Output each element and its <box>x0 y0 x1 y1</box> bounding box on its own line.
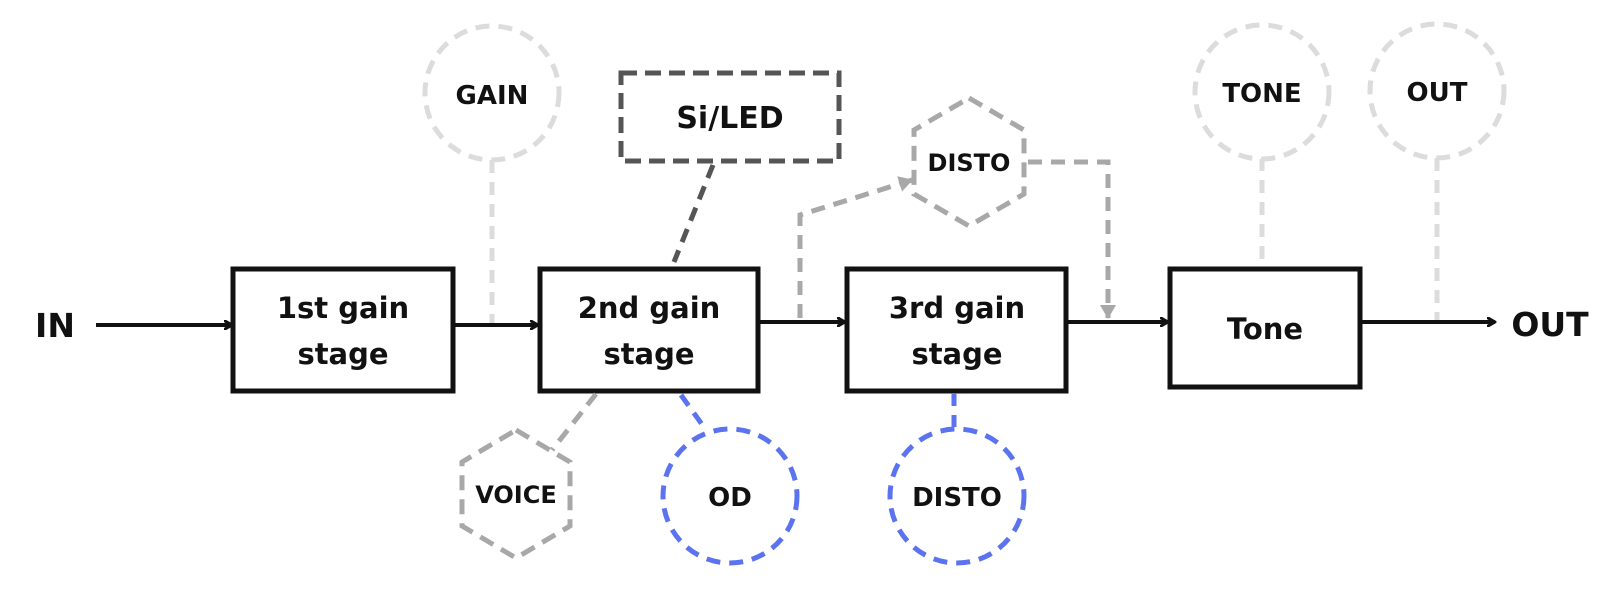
gain-knob-circle <box>422 23 562 163</box>
disto-toggle-label: DISTO <box>928 149 1011 177</box>
tone-knob-circle <box>1192 22 1332 162</box>
si-led-switch-link <box>671 164 716 263</box>
stage-1-label-line2: stage <box>297 337 388 371</box>
voice-toggle[interactable]: VOICE <box>459 392 598 561</box>
od-knob-circle <box>660 426 800 566</box>
stage-1-box <box>230 266 456 394</box>
tone-knob-label: TONE <box>1222 79 1301 109</box>
stage-3: 3rd gain stage <box>844 266 1069 394</box>
voice-toggle-link <box>550 392 598 452</box>
voice-toggle-hexagon <box>459 427 573 561</box>
input-label: IN <box>35 306 75 345</box>
disto-toggle-return-link <box>1028 159 1116 319</box>
tone-stage: Tone <box>1167 266 1363 390</box>
stage-3-label-line1: 3rd gain <box>889 291 1025 325</box>
out-knob-label: OUT <box>1407 78 1468 108</box>
out-knob-circle <box>1367 21 1507 161</box>
stage-3-box <box>844 266 1069 394</box>
si-led-switch[interactable]: Si/LED <box>618 70 842 263</box>
voice-toggle-label: VOICE <box>475 481 557 509</box>
disto-knob[interactable]: DISTO <box>887 393 1027 566</box>
tone-label: Tone <box>1227 312 1303 346</box>
out-knob[interactable]: OUT <box>1367 21 1507 320</box>
gain-knob-label: GAIN <box>456 81 529 111</box>
stage-1-label-line1: 1st gain <box>277 291 409 325</box>
si-led-switch-box <box>618 70 842 164</box>
gain-knob[interactable]: GAIN <box>422 23 562 323</box>
tone-box <box>1167 266 1363 390</box>
disto-toggle-hexagon <box>911 95 1027 229</box>
disto-knob-circle <box>887 426 1027 566</box>
od-knob[interactable]: OD <box>660 393 800 566</box>
od-knob-link <box>678 393 709 432</box>
disto-toggle[interactable]: DISTO <box>797 95 1116 319</box>
stage-2-box <box>537 266 761 394</box>
output-label: OUT <box>1511 305 1589 344</box>
disto-knob-label: DISTO <box>912 483 1002 513</box>
stage-3-label-line2: stage <box>911 337 1002 371</box>
stage-2: 2nd gain stage <box>537 266 761 394</box>
stage-2-label-line2: stage <box>603 337 694 371</box>
od-knob-label: OD <box>708 483 752 513</box>
tone-knob[interactable]: TONE <box>1192 22 1332 266</box>
stage-1: 1st gain stage <box>230 266 456 394</box>
stage-2-label-line1: 2nd gain <box>578 291 721 325</box>
signal-path <box>96 322 1495 325</box>
disto-toggle-send-link <box>797 176 913 318</box>
si-led-switch-label: Si/LED <box>676 101 783 136</box>
